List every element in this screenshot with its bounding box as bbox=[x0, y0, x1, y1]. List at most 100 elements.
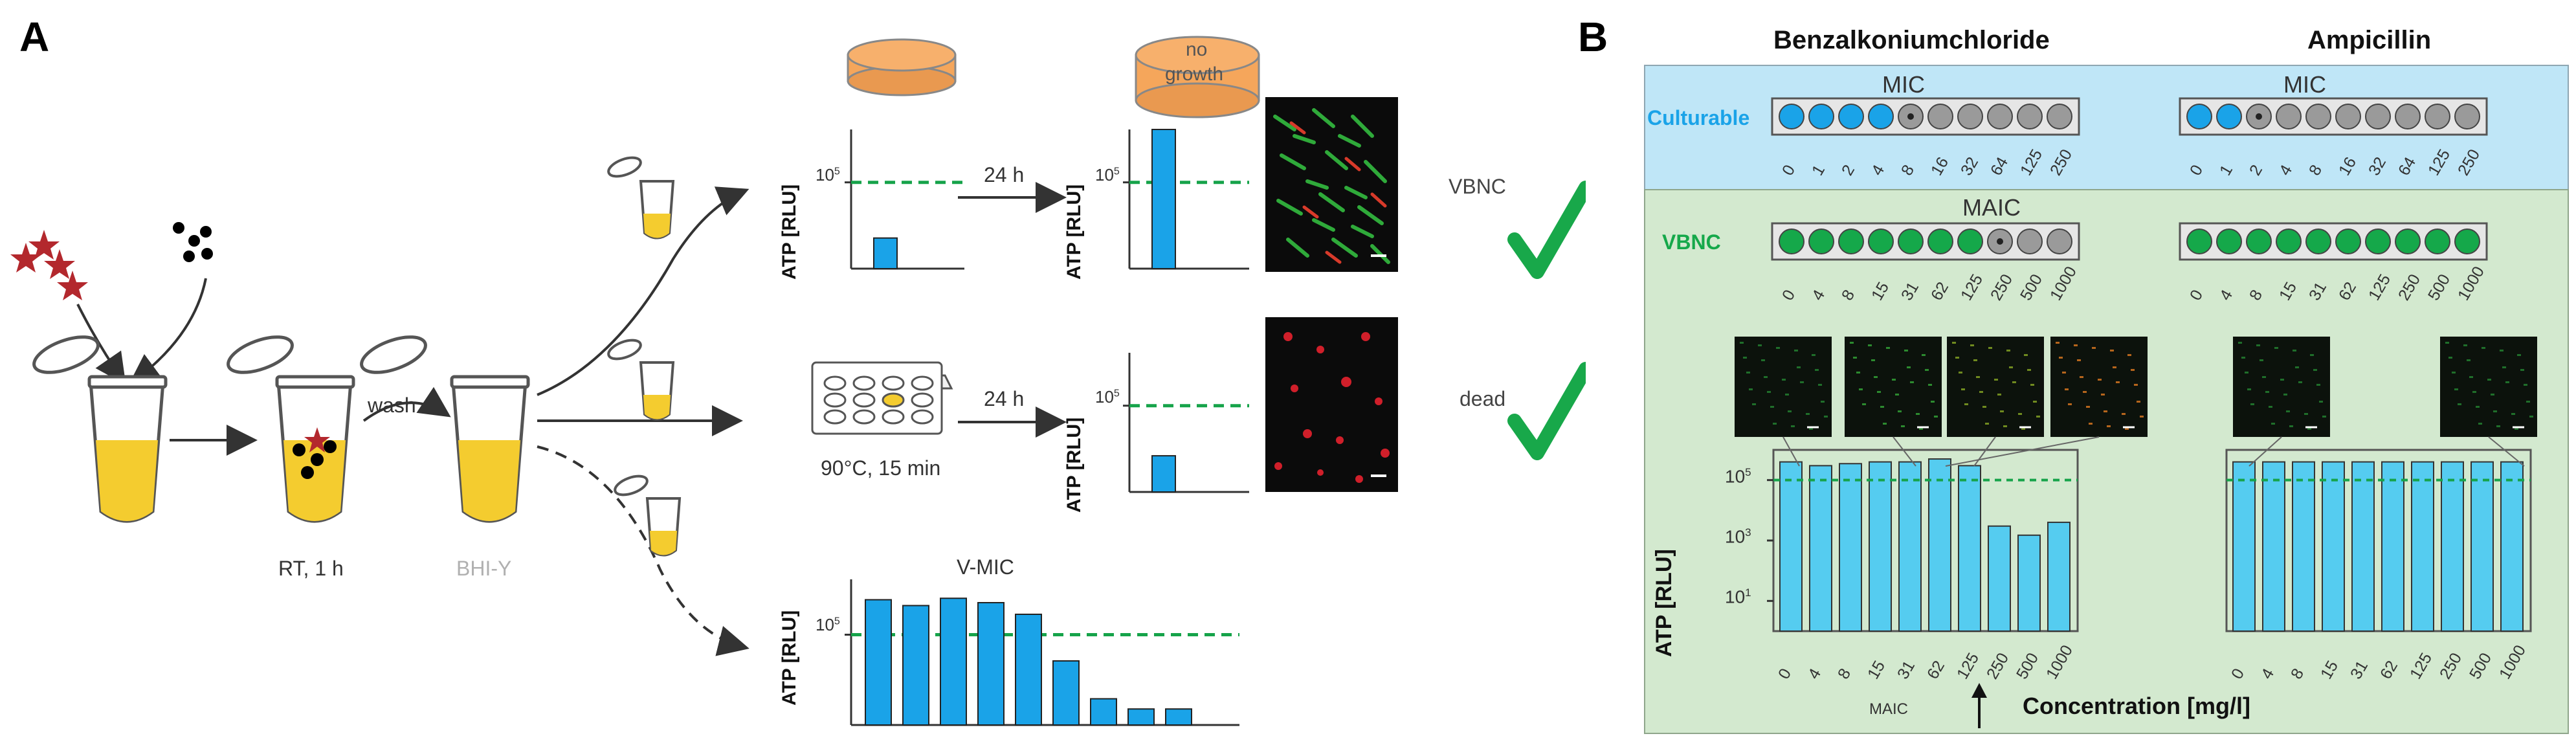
bar bbox=[1928, 458, 1951, 632]
cell bbox=[1934, 416, 1938, 418]
cell bbox=[1928, 384, 1932, 386]
cell bbox=[2006, 350, 2010, 351]
cell bbox=[2247, 388, 2251, 390]
agar-plate-icon bbox=[847, 38, 957, 96]
cell bbox=[2009, 366, 2013, 368]
cell bbox=[2086, 406, 2090, 408]
cell bbox=[2478, 423, 2482, 425]
b-y-tick-label: 101 bbox=[1725, 586, 1751, 607]
cell bbox=[1776, 347, 1780, 349]
cell bbox=[1764, 376, 1768, 378]
cell bbox=[2065, 388, 2069, 390]
cell bbox=[2524, 384, 2527, 386]
bar bbox=[902, 605, 929, 726]
cell bbox=[2127, 354, 2131, 356]
bar bbox=[1052, 660, 1080, 726]
cell bbox=[2304, 413, 2308, 415]
cell bbox=[2036, 416, 2040, 418]
cell bbox=[1979, 391, 1983, 393]
cell bbox=[2260, 359, 2263, 361]
cell bbox=[2021, 428, 2025, 430]
bar bbox=[2017, 534, 2041, 632]
cell bbox=[2122, 413, 2126, 415]
cell bbox=[1961, 388, 1965, 390]
cell bbox=[1797, 366, 1801, 368]
bar bbox=[1090, 698, 1117, 726]
rt-label: RT, 1 h bbox=[278, 557, 344, 580]
benz-bar-chart bbox=[1772, 449, 2079, 632]
cell bbox=[2018, 413, 2022, 415]
bar bbox=[2500, 461, 2524, 632]
cell bbox=[2293, 350, 2296, 351]
cell bbox=[2027, 369, 2031, 371]
benz-thumb-0 bbox=[1735, 337, 1832, 437]
cell bbox=[1853, 357, 1857, 359]
amp-title: Ampicillin bbox=[2307, 26, 2432, 54]
bar bbox=[1015, 614, 1042, 726]
bar bbox=[2351, 461, 2375, 632]
cell bbox=[1955, 357, 1959, 359]
cell bbox=[2245, 372, 2248, 374]
cell bbox=[1922, 354, 1926, 356]
vmic-label: V-MIC bbox=[957, 555, 1014, 579]
agar-plate-no-growth-icon bbox=[1135, 36, 1260, 118]
bar bbox=[873, 237, 898, 270]
bar bbox=[1869, 461, 1892, 632]
cell bbox=[1871, 359, 1875, 361]
cell bbox=[1931, 401, 1935, 403]
connector-line bbox=[2488, 436, 2525, 467]
bar bbox=[1958, 465, 1981, 632]
cell bbox=[1758, 344, 1762, 346]
vbnc-result-label: VBNC bbox=[1449, 175, 1506, 198]
well bbox=[2395, 229, 2421, 254]
cell bbox=[1818, 384, 1822, 386]
cell bbox=[2319, 401, 2323, 403]
cell bbox=[1895, 394, 1899, 396]
cell bbox=[1868, 344, 1872, 346]
cell bbox=[2496, 425, 2500, 427]
cell bbox=[2452, 372, 2456, 374]
connector-line bbox=[1945, 436, 2100, 467]
benz-culturable-wells bbox=[1771, 97, 2080, 136]
cell bbox=[2526, 401, 2530, 403]
microscopy-image-dead bbox=[1265, 317, 1398, 492]
well bbox=[2186, 229, 2212, 254]
cell bbox=[2250, 403, 2254, 405]
well bbox=[2305, 229, 2331, 254]
well bbox=[1957, 229, 1983, 254]
cell bbox=[2077, 359, 2081, 361]
amp-vbnc-wells bbox=[2179, 222, 2488, 261]
cell bbox=[1898, 410, 1902, 412]
cell bbox=[1988, 347, 1992, 349]
well bbox=[1868, 229, 1894, 254]
cell bbox=[1907, 366, 1911, 368]
well bbox=[2047, 229, 2072, 254]
cell bbox=[1788, 410, 1792, 412]
thumb-bg bbox=[1845, 337, 1942, 437]
time-label-top: 24 h bbox=[984, 163, 1025, 186]
cell bbox=[1982, 406, 1986, 408]
cell bbox=[2062, 372, 2066, 374]
cell bbox=[2463, 344, 2467, 346]
well bbox=[2216, 104, 2242, 129]
cell bbox=[1880, 406, 1884, 408]
cell bbox=[1976, 376, 1980, 378]
cell bbox=[2116, 381, 2120, 383]
thumb-bg bbox=[1735, 337, 1832, 437]
mic-marker bbox=[1997, 238, 2003, 245]
b-xlabel: Concentration [mg/l] bbox=[2023, 693, 2250, 719]
no-growth-label-2: growth bbox=[1165, 63, 1224, 85]
cell bbox=[1761, 359, 1765, 361]
cell bbox=[2307, 428, 2311, 430]
thumb-bg bbox=[2440, 337, 2537, 437]
cell bbox=[2511, 413, 2515, 415]
benz-maic-label: MAIC bbox=[1962, 194, 2021, 221]
cell bbox=[1997, 394, 2001, 396]
cell bbox=[1740, 342, 1744, 344]
well bbox=[1927, 229, 1953, 254]
cell bbox=[2107, 425, 2111, 427]
well bbox=[1957, 104, 1983, 129]
cell bbox=[2092, 347, 2096, 349]
cell bbox=[2256, 344, 2260, 346]
cell bbox=[2089, 423, 2093, 425]
